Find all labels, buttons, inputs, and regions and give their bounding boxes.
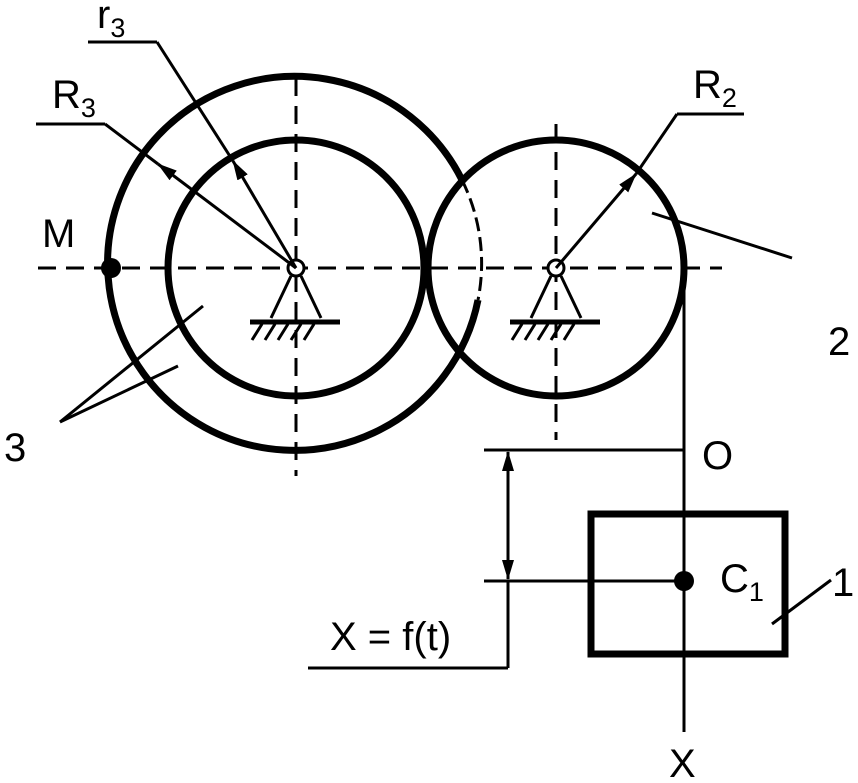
body2-leader	[651, 211, 793, 260]
label-R2: R2	[693, 63, 737, 113]
body-1	[587, 510, 789, 658]
label-body2: 2	[828, 320, 850, 364]
label-body1: 1	[832, 561, 854, 605]
wheel3-inner-rim	[164, 136, 428, 400]
center-C1	[674, 571, 694, 591]
label-R3: R3	[52, 73, 96, 123]
label-law: X = f(t)	[330, 615, 451, 659]
label-origin-O: O	[702, 434, 733, 478]
coordinate-dimension	[308, 448, 684, 670]
point-M	[101, 258, 121, 278]
r3-arrow	[231, 160, 298, 269]
label-body3: 3	[4, 426, 26, 470]
R3-arrow	[157, 162, 297, 270]
body3-leader-a	[59, 304, 204, 424]
wheel3-outer-rim	[104, 72, 482, 454]
R2-arrow	[554, 173, 638, 269]
label-C1: C1	[720, 557, 764, 607]
body3-leader-b	[59, 364, 179, 424]
r3-leader	[155, 41, 235, 162]
R3-leader	[104, 122, 159, 166]
support-wheel3	[250, 258, 340, 341]
center-lines	[38, 78, 722, 476]
wheel-3	[104, 72, 484, 454]
radius-indicators	[36, 40, 832, 626]
label-M: M	[42, 212, 75, 256]
body1-leader	[771, 578, 832, 626]
label-axis-X: X	[669, 742, 696, 783]
label-r3: r3	[97, 0, 125, 43]
wheel3-outer-rim-hidden	[460, 179, 484, 301]
R2-leader	[634, 113, 679, 175]
